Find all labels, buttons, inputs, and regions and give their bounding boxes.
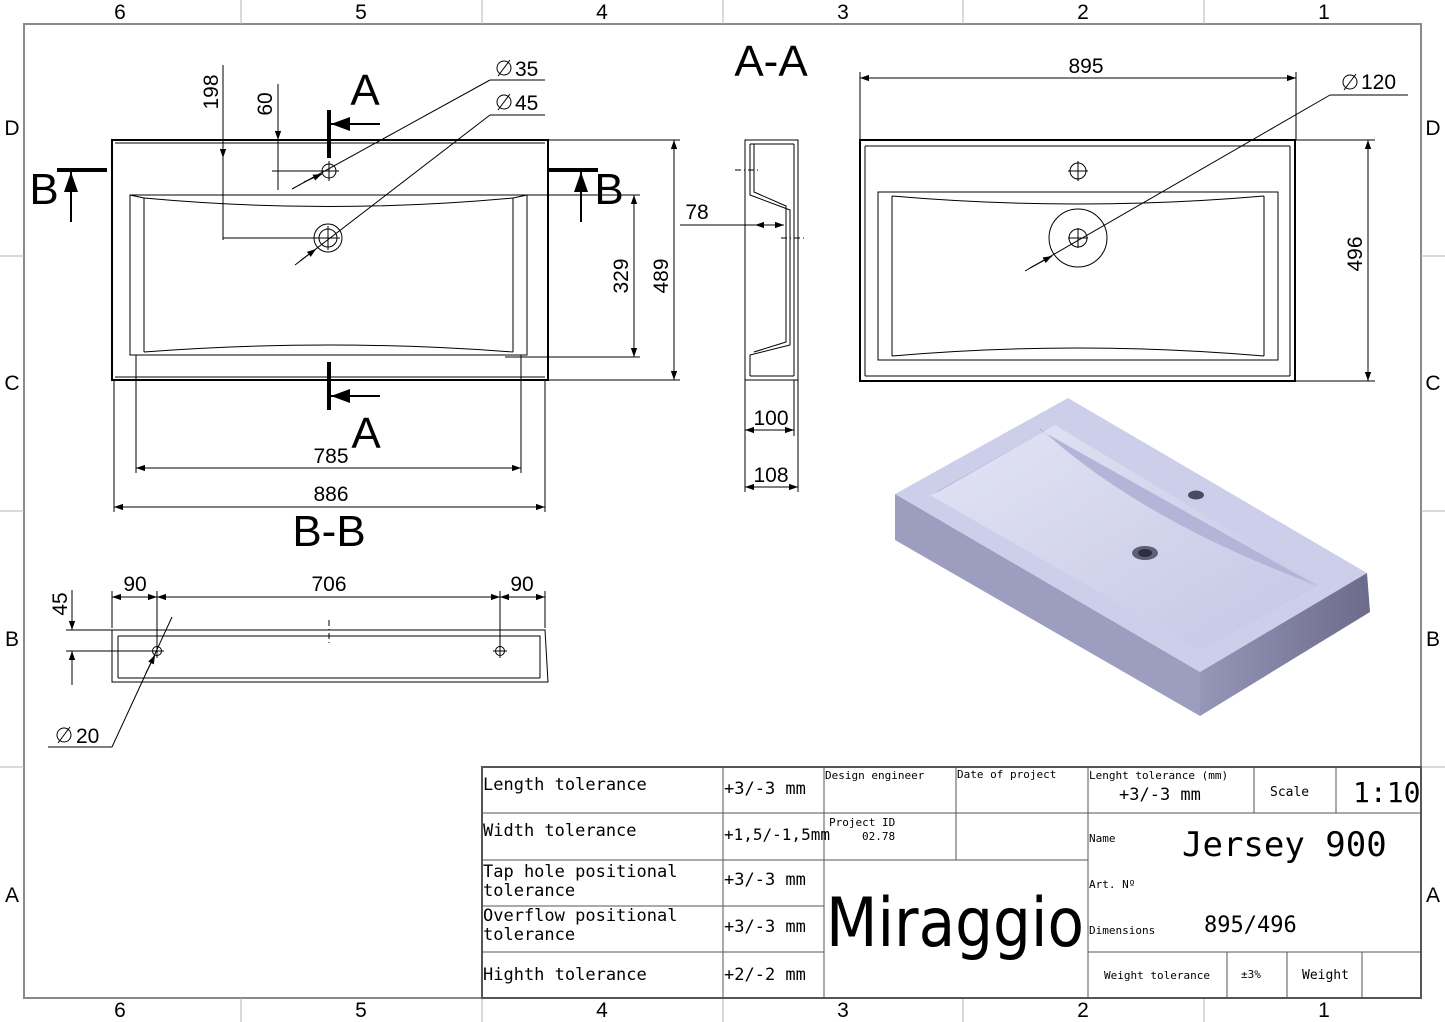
zone-col-5-top: 5 <box>355 1 367 24</box>
zone-col-3-top: 3 <box>837 1 849 24</box>
date-of-project-label: Date of project <box>957 768 1056 781</box>
zone-col-3-bottom: 3 <box>837 999 849 1022</box>
dim-bb-90-left: 90 <box>123 573 146 596</box>
dim-785: 785 <box>313 445 348 468</box>
zone-row-b-left: B <box>5 628 19 651</box>
project-id-label: Project ID <box>829 816 895 829</box>
tol-length-value: +3/-3 mm <box>724 779 806 799</box>
dim-886: 886 <box>313 483 348 506</box>
tol-height-label: Highth tolerance <box>483 965 647 985</box>
brand-logo: Miraggio <box>826 884 1084 963</box>
dim-489: 489 <box>650 258 673 293</box>
section-b-b: B-B 90 706 90 45 20 <box>48 507 549 748</box>
zone-row-c-left: C <box>4 372 19 395</box>
dim-bb-706: 706 <box>311 573 346 596</box>
tol-length-label: Length tolerance <box>483 775 647 795</box>
sink-3d-render <box>895 398 1370 716</box>
tol-overflow-label-line1: Overflow positional <box>483 906 677 926</box>
section-a-a: A-A 78 100 108 <box>680 37 808 492</box>
dim-diameter-45: 45 <box>515 92 538 115</box>
dim-60: 60 <box>254 92 277 115</box>
zone-col-6-bottom: 6 <box>114 999 126 1022</box>
length-tolerance-mm-value: +3/-3 mm <box>1119 785 1201 805</box>
dim-diameter-35: 35 <box>515 58 538 81</box>
cut-label-a-bottom: A <box>351 409 381 458</box>
dim-108: 108 <box>753 464 788 487</box>
design-engineer-label: Design engineer <box>825 769 925 782</box>
dim-329: 329 <box>610 258 633 293</box>
dim-100: 100 <box>753 407 788 430</box>
weight-tolerance-label: Weight tolerance <box>1104 969 1210 982</box>
zone-row-a-left: A <box>5 884 19 907</box>
scale-label: Scale <box>1270 785 1309 800</box>
tol-overflow-label-line2: tolerance <box>483 925 575 945</box>
zone-row-d-right: D <box>1425 117 1440 140</box>
zone-col-1-top: 1 <box>1318 1 1330 24</box>
project-id-value: 02.78 <box>862 830 895 843</box>
tol-taphole-label-line2: tolerance <box>483 881 575 901</box>
dimensions-label: Dimensions <box>1089 924 1155 937</box>
tol-overflow-value: +3/-3 mm <box>724 917 806 937</box>
weight-tolerance-value: ±3% <box>1241 968 1261 981</box>
tol-taphole-value: +3/-3 mm <box>724 870 806 890</box>
dim-bb-diameter-20: 20 <box>76 725 99 748</box>
weight-label: Weight <box>1302 968 1349 983</box>
tol-taphole-label-line1: Tap hole positional <box>483 862 677 882</box>
section-b-b-title: B-B <box>292 507 365 556</box>
dim-895: 895 <box>1068 55 1103 78</box>
tol-height-value: +2/-2 mm <box>724 965 806 985</box>
dim-diameter-120: 120 <box>1361 71 1396 94</box>
zone-col-2-top: 2 <box>1077 1 1089 24</box>
zone-row-b-right: B <box>1426 628 1440 651</box>
top-view <box>111 139 549 381</box>
tol-width-label: Width tolerance <box>483 821 637 841</box>
tol-width-value: +1,5/-1,5mm <box>724 825 830 844</box>
zone-col-1-bottom: 1 <box>1318 999 1330 1022</box>
zone-col-4-bottom: 4 <box>596 999 608 1022</box>
dimensions-value: 895/496 <box>1204 913 1297 938</box>
dim-198: 198 <box>200 74 223 109</box>
zone-row-c-right: C <box>1425 372 1440 395</box>
section-a-a-title: A-A <box>734 37 808 86</box>
cut-label-b-right: B <box>594 165 623 214</box>
name-label: Name <box>1089 832 1116 845</box>
zone-col-6-top: 6 <box>114 1 126 24</box>
dim-78: 78 <box>685 201 708 224</box>
cutting-planes: A A B B <box>29 66 623 458</box>
right-view: 895 120 496 <box>859 55 1408 382</box>
art-number-label: Art. Nº <box>1089 878 1135 891</box>
cut-label-a-top: A <box>350 66 380 115</box>
scale-value: 1:10 <box>1353 776 1420 809</box>
zone-col-5-bottom: 5 <box>355 999 367 1022</box>
length-tolerance-mm-label: Lenght tolerance (mm) <box>1089 769 1228 782</box>
dim-496: 496 <box>1344 236 1367 271</box>
zone-labels: 6 5 4 3 2 1 6 5 4 3 2 1 D C B A D C B A <box>4 1 1440 1022</box>
name-value: Jersey 900 <box>1182 825 1387 865</box>
cut-label-b-left: B <box>29 165 58 214</box>
zone-row-a-right: A <box>1426 884 1440 907</box>
dim-bb-45: 45 <box>49 592 72 615</box>
top-view-dimensions: 198 60 35 45 329 489 785 <box>113 58 680 512</box>
zone-row-d-left: D <box>4 117 19 140</box>
title-block: Length tolerance +3/-3 mm Width toleranc… <box>481 766 1422 999</box>
dim-bb-90-right: 90 <box>510 573 533 596</box>
zone-col-2-bottom: 2 <box>1077 999 1089 1022</box>
zone-col-4-top: 4 <box>596 1 608 24</box>
